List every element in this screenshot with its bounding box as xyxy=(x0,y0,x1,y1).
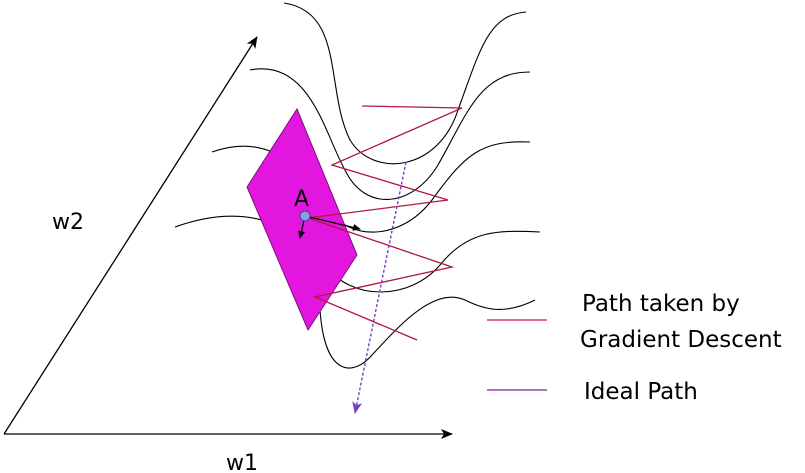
gradient-arrow-w1 xyxy=(304,215,361,231)
w2-axis xyxy=(3,36,258,435)
w1-axis-label: w1 xyxy=(226,451,258,473)
contour-line xyxy=(174,215,541,293)
point-a-label: A xyxy=(294,187,309,212)
legend-label-gradient-descent-line1: Path taken by xyxy=(582,291,740,317)
gradient-descent-path xyxy=(307,105,463,341)
legend-label-gradient-descent-line2: Gradient Descent xyxy=(580,327,782,353)
point-a-marker xyxy=(299,210,311,222)
contour-line xyxy=(319,296,536,369)
contour-lines xyxy=(174,2,541,369)
ideal-path-arrow xyxy=(352,161,407,414)
legend-label-ideal-path: Ideal Path xyxy=(584,379,698,405)
legend: Path taken by Gradient Descent Ideal Pat… xyxy=(487,291,782,405)
w2-axis-label: w2 xyxy=(52,210,84,235)
contour-line xyxy=(249,68,531,200)
contour-line xyxy=(283,2,527,165)
